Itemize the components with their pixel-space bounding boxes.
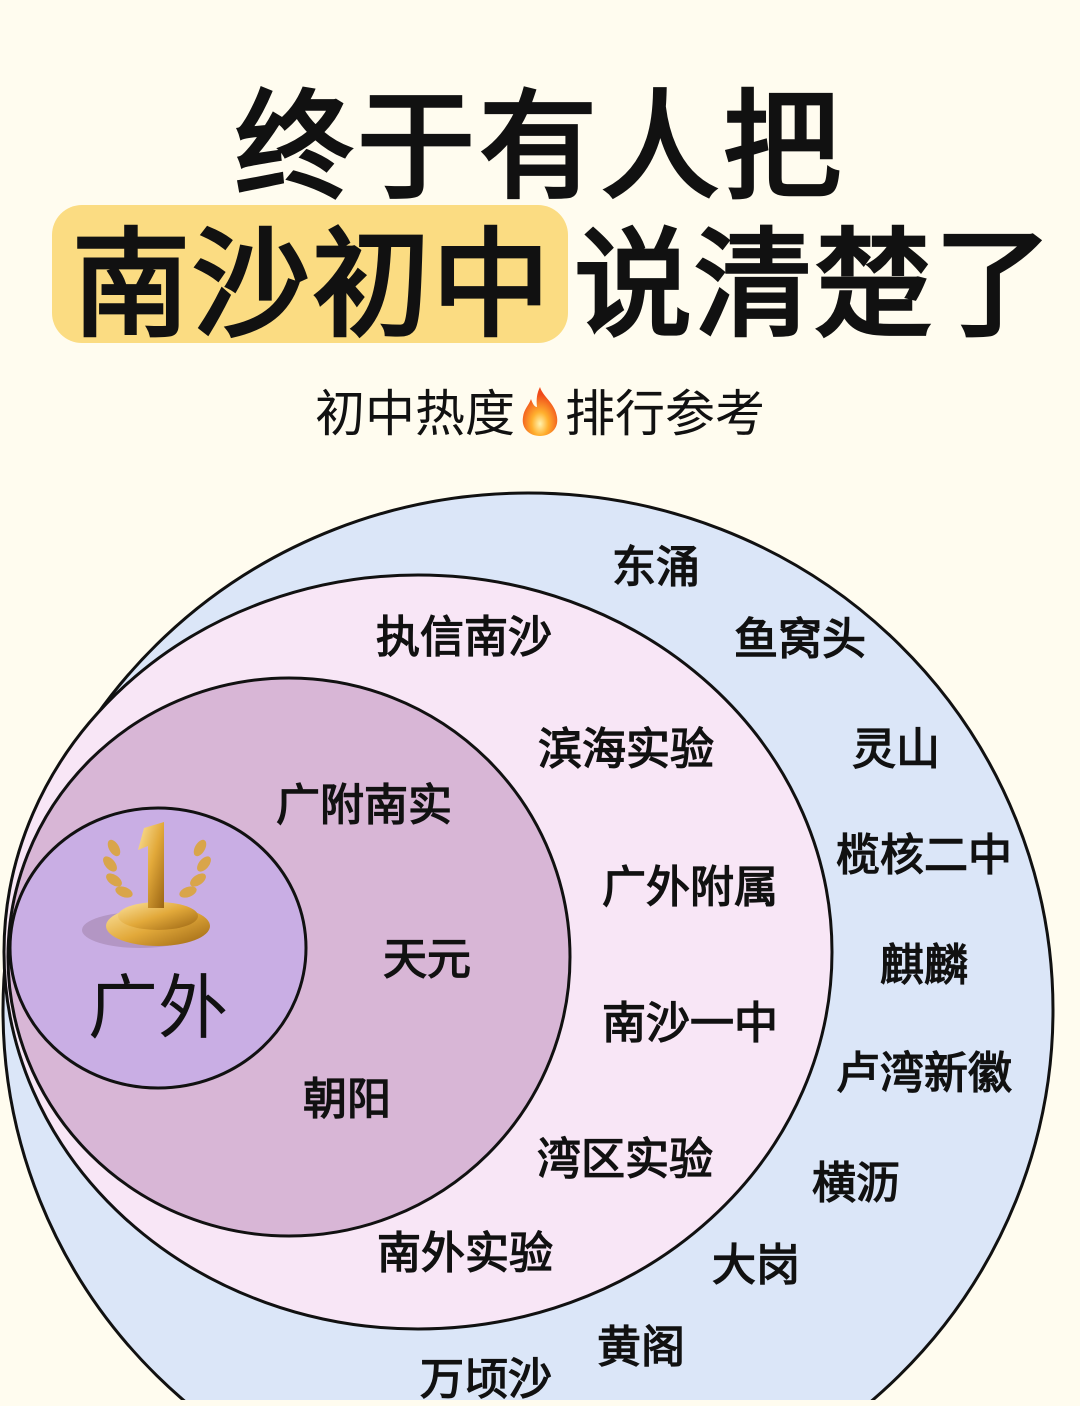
- tier4-school: 横沥: [812, 1158, 900, 1209]
- tier4-school: 鱼窝头: [734, 614, 866, 665]
- tier4-school: 卢湾新徽: [836, 1048, 1012, 1099]
- tier2-school: 天元: [383, 934, 471, 985]
- tier3-school: 执信南沙: [376, 612, 552, 663]
- title-rest: 说清楚了: [574, 215, 1055, 354]
- tier1-circle: [8, 806, 308, 1090]
- tier4-school: 万顷沙: [420, 1354, 552, 1405]
- tier4-school: 黄阁: [597, 1322, 685, 1373]
- tier1-school: 广外: [88, 967, 228, 1049]
- tier4-school: 麒麟: [880, 940, 968, 991]
- tier3-school: 广外附属: [602, 862, 778, 913]
- tier4-school: 东涌: [612, 542, 700, 593]
- title-line-1: 终于有人把: [234, 78, 845, 216]
- tier3-school: 滨海实验: [538, 724, 714, 775]
- subtitle: 初中热度 排行参考: [0, 382, 1080, 446]
- subtitle-before: 初中热度: [315, 385, 515, 443]
- tier2-school: 朝阳: [303, 1074, 391, 1125]
- tier4-school: 榄核二中: [836, 830, 1012, 881]
- title-line-2: 南沙初中 说清楚了: [52, 205, 1054, 354]
- gold-trophy-number-1-icon: [82, 822, 211, 948]
- fire-icon: [522, 387, 558, 436]
- subtitle-after: 排行参考: [565, 385, 765, 443]
- tier4-school: 大岗: [712, 1240, 800, 1291]
- tier3-school: 湾区实验: [537, 1134, 713, 1185]
- tier4-school: 灵山: [852, 724, 940, 775]
- tier3-school: 南外实验: [377, 1228, 553, 1279]
- title-highlight: 南沙初中: [52, 205, 569, 354]
- tier2-school: 广附南实: [276, 780, 452, 831]
- tier3-school: 南沙一中: [602, 998, 778, 1049]
